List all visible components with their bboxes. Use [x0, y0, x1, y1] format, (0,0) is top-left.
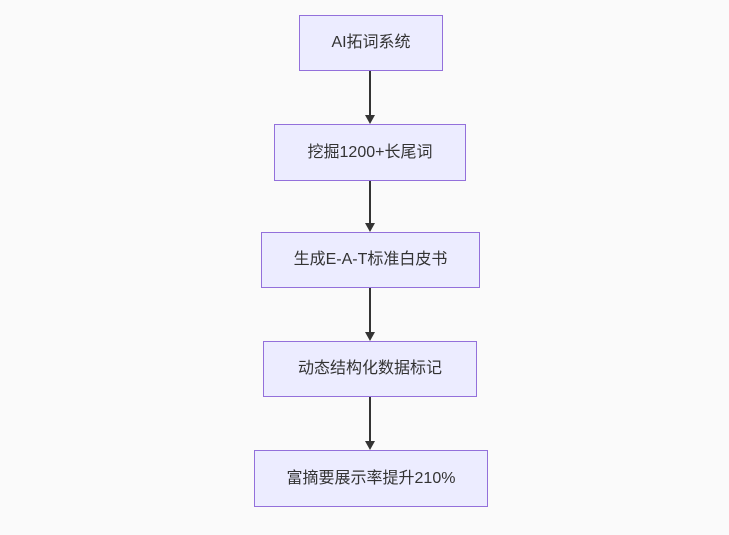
flow-node-label: 动态结构化数据标记 — [297, 360, 442, 378]
flow-node-label: 生成E-A-T标准白皮书 — [293, 251, 448, 269]
flow-node-ai-word-expansion: AI拓词系统 — [299, 15, 443, 71]
arrowhead-down-icon — [365, 115, 375, 124]
arrowhead-down-icon — [365, 441, 375, 450]
flow-node-eat-whitepaper: 生成E-A-T标准白皮书 — [261, 232, 480, 288]
flow-node-structured-data-markup: 动态结构化数据标记 — [263, 341, 477, 397]
flow-node-label: 富摘要展示率提升210% — [286, 469, 456, 487]
flow-node-rich-snippet-uplift: 富摘要展示率提升210% — [254, 450, 488, 507]
edge-line — [369, 397, 371, 442]
edge-line — [369, 71, 371, 116]
edge-line — [369, 288, 371, 333]
flow-node-label: 挖掘1200+长尾词 — [307, 143, 433, 161]
flow-node-label: AI拓词系统 — [331, 34, 411, 52]
edge-line — [369, 181, 371, 224]
flow-node-longtail-mining: 挖掘1200+长尾词 — [274, 124, 466, 181]
arrowhead-down-icon — [365, 223, 375, 232]
arrowhead-down-icon — [365, 332, 375, 341]
